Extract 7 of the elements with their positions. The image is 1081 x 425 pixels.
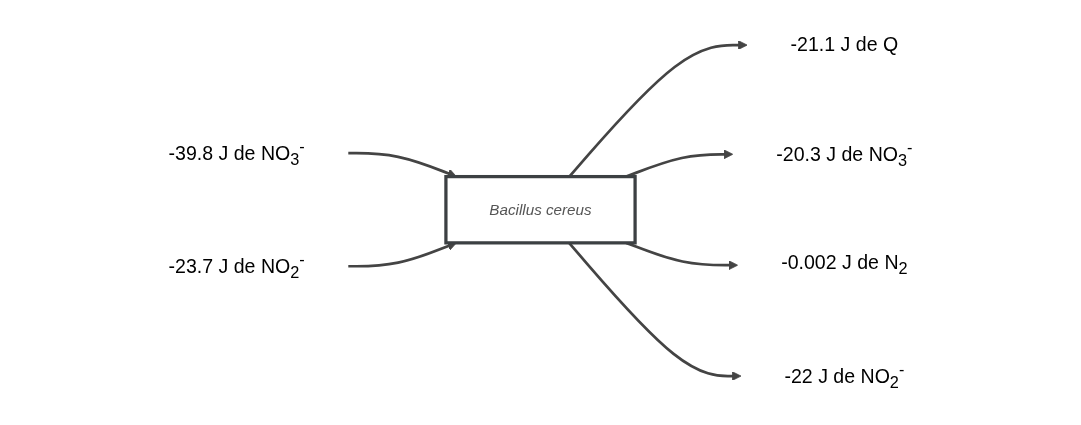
node-box: Bacillus cereus — [444, 175, 637, 245]
arrow — [625, 241, 739, 270]
node-text: -0.002 J de N$_{2}$ — [781, 252, 908, 278]
node-text: -21.1 J de Q — [790, 33, 899, 56]
arrow — [568, 40, 748, 178]
arrow — [348, 241, 457, 268]
arrow — [568, 241, 742, 381]
